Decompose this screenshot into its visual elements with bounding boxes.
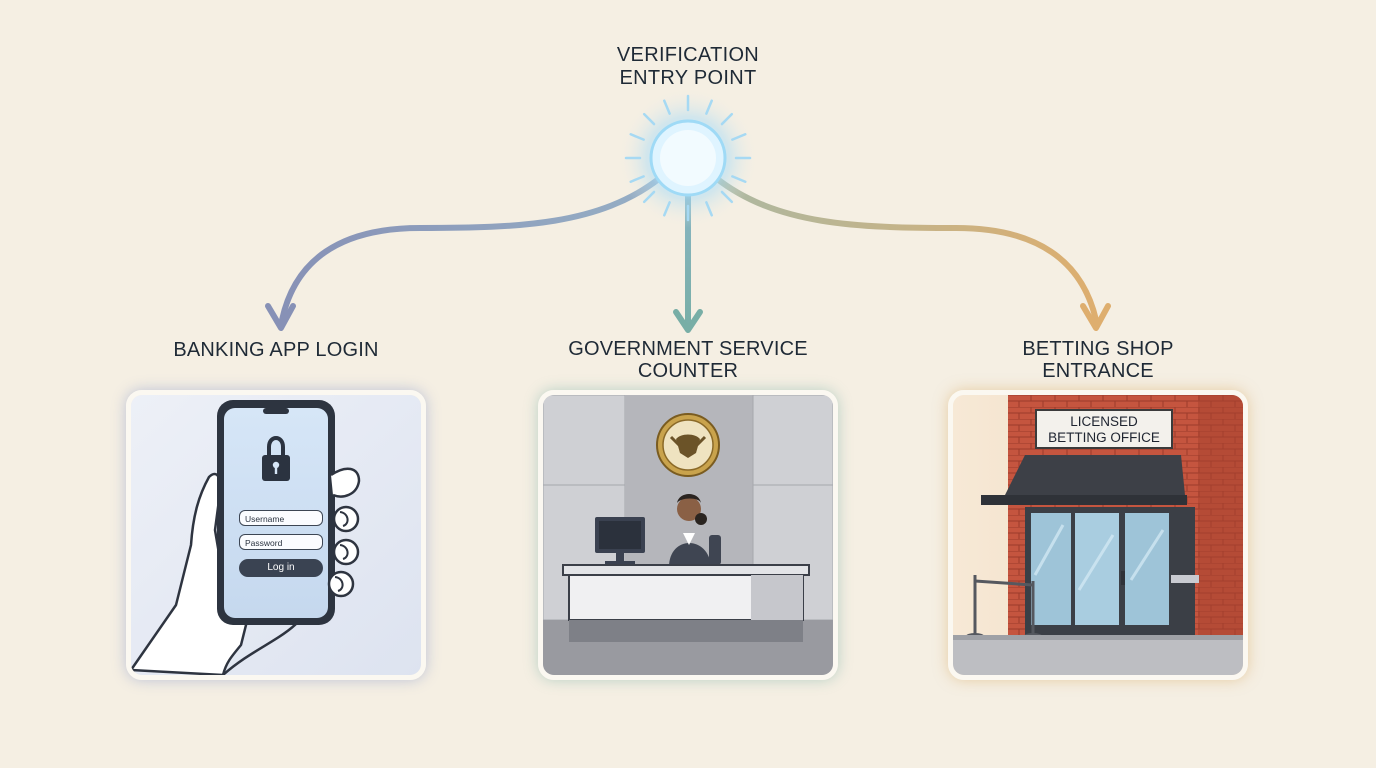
hub-node [618, 88, 758, 228]
branch-arrowhead-betting [1080, 303, 1111, 331]
government-illustration [543, 395, 833, 675]
branch-label-betting: BETTING SHOP ENTRANCE [948, 338, 1248, 382]
branch-label-government-line2: COUNTER [637, 360, 739, 382]
licensed-betting-office-sign: LICENSED BETTING OFFICE [1035, 409, 1173, 449]
branch-arrow-betting [713, 175, 1099, 323]
hub-glow-ray [629, 175, 645, 183]
banking-app-card: Username Password Log in [126, 390, 426, 680]
branch-label-banking-line1: BANKING APP LOGIN [173, 339, 379, 361]
betting-shop-card: LICENSED BETTING OFFICE [948, 390, 1248, 680]
hub-glow-ray [720, 112, 734, 126]
branch-arrow-banking [279, 175, 663, 323]
password-field[interactable]: Password [239, 534, 323, 550]
government-counter-card [538, 390, 838, 680]
branch-label-government-line1: GOVERNMENT SERVICE [568, 338, 808, 360]
username-field[interactable]: Username [239, 510, 323, 526]
hub-glow-ray [705, 99, 713, 115]
login-button[interactable]: Log in [239, 559, 323, 577]
hub-glow-ray [663, 201, 671, 217]
hub-glow-ray [705, 201, 713, 217]
branch-label-banking: BANKING APP LOGIN [126, 339, 426, 361]
official-seal-icon [656, 413, 720, 477]
hub-glow-ray [720, 190, 734, 204]
hub-glow-ray [731, 133, 747, 141]
hub-glow-ray [731, 175, 747, 183]
hub-glow-ray [642, 112, 656, 126]
hub-label-line2: ENTRY POINT [619, 67, 757, 89]
hub-glow-ray [629, 133, 645, 141]
branch-label-betting-line2: ENTRANCE [1042, 360, 1154, 382]
hub-glow-ray [642, 190, 656, 204]
hub-label: VERIFICATION ENTRY POINT [538, 44, 838, 90]
branch-arrowhead-government [673, 309, 703, 333]
branch-label-betting-line1: BETTING SHOP [1022, 338, 1174, 360]
sign-line1: LICENSED [1070, 414, 1138, 429]
sign-line2: BETTING OFFICE [1048, 430, 1160, 445]
hub-label-line1: VERIFICATION [616, 44, 760, 66]
branch-arrowhead-banking [265, 303, 296, 331]
padlock-icon [262, 436, 290, 481]
hub-glow-ray [663, 99, 671, 115]
branch-label-government: GOVERNMENT SERVICE COUNTER [538, 338, 838, 382]
